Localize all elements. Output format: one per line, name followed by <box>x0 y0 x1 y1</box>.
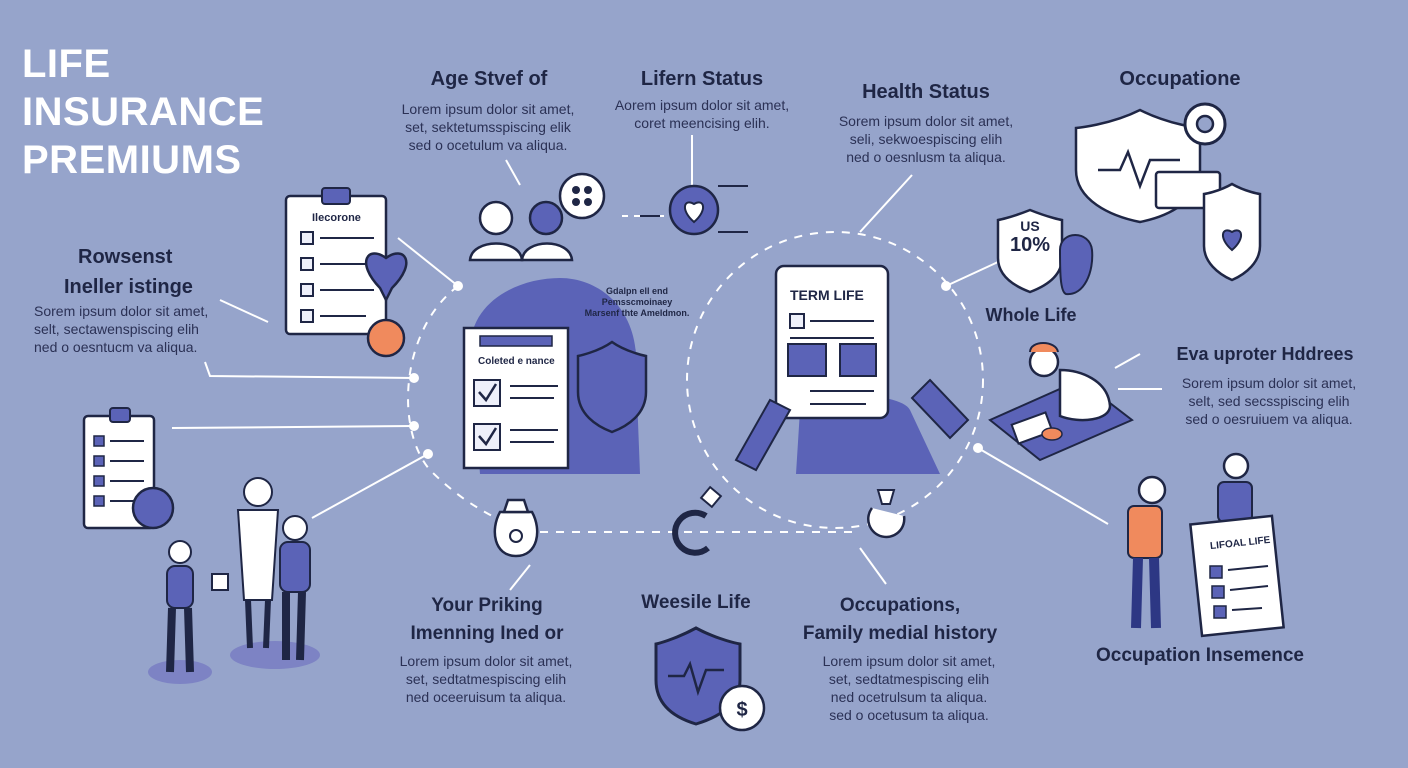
svg-text:$: $ <box>736 699 747 721</box>
occupation-shield-group <box>1074 102 1262 282</box>
right-dashed-circle <box>686 231 984 529</box>
page-title: LIFE INSURANCE PREMIUMS <box>22 40 362 184</box>
connector-10 <box>1114 353 1141 369</box>
title-line-1: LIFE INSURANCE <box>22 42 265 134</box>
moneybag-hook-icon <box>867 489 906 539</box>
occupation-insurance-heading: Occupation Insemence <box>1095 645 1304 666</box>
family-illustration <box>148 477 320 684</box>
document-center <box>462 326 570 470</box>
money-bag-icon <box>493 498 539 558</box>
connector-12 <box>977 447 1109 525</box>
shield-heartbeat-icon: $ <box>654 626 766 732</box>
molecule-icon <box>366 318 406 358</box>
tiny-note: Gdalpn ell end Pemsscmoinaey Marsenf tht… <box>584 286 690 318</box>
occupation-top-heading: Occupatione <box>1119 68 1241 90</box>
pricing-body: Lorem ipsum dolor sit amet,set, sedtatme… <box>399 653 573 705</box>
us-badge-text: US 10% <box>1010 218 1051 256</box>
wsl-heading: Weesile Life <box>641 592 751 613</box>
eva-heading: Eva uproter Hddrees <box>1176 344 1354 364</box>
age-heading: Age Stvef of <box>430 68 548 90</box>
connector-4 <box>171 425 415 429</box>
people-with-board-illustration <box>1127 452 1285 638</box>
lifestyle-body: Aorem ipsum dolor sit amet,coret meencis… <box>614 97 790 131</box>
left-arm <box>734 398 792 472</box>
connector-13 <box>509 564 531 591</box>
whole-life-heading: Whole Life <box>985 305 1077 325</box>
connector-7 <box>505 159 521 186</box>
term-life-tablet <box>774 264 890 420</box>
right-arm <box>910 378 970 440</box>
connector-8 <box>859 174 913 233</box>
connector-5 <box>311 453 429 519</box>
family-heading: Occupations, Family medial history <box>802 595 998 644</box>
term-life-label: TERM LIFE <box>790 287 864 303</box>
title-line-2: PREMIUMS <box>22 138 242 182</box>
shield-icon <box>576 340 648 434</box>
heart-icon <box>365 252 408 303</box>
connector-dots <box>409 281 983 459</box>
hourglass-icon <box>131 486 175 530</box>
person-on-mat-illustration <box>988 342 1134 462</box>
left-dashed-arc <box>407 285 501 521</box>
heart-circle-icon <box>640 184 748 236</box>
connector-9 <box>945 261 999 287</box>
clipboard-top-label: Ilecorone <box>312 212 361 224</box>
connector-1 <box>397 237 459 287</box>
pricing-heading: Your Priking Imenning Ined or <box>410 595 564 644</box>
connector-14 <box>859 547 887 585</box>
person-head <box>1058 234 1094 296</box>
rowsenst-heading: Rowsenst Ineller istinge <box>64 246 193 298</box>
eva-body: Sorem ipsum dolor sit amet,selt, sed sec… <box>1181 375 1357 427</box>
connector-3 <box>204 361 415 379</box>
health-heading: Health Status <box>862 81 990 103</box>
lifestyle-heading: Lifern Status <box>640 68 764 90</box>
rowsenst-body: Sorem ipsum dolor sit amet,selt, sectawe… <box>34 303 209 355</box>
document-center-label: Coleted e nance <box>478 356 555 367</box>
link-icon <box>672 485 723 556</box>
connector-2 <box>219 299 269 323</box>
us-badge-shield <box>996 208 1064 294</box>
family-body: Lorem ipsum dolor sit amet,set, sedtatme… <box>822 653 996 723</box>
age-body: Lorem ipsum dolor sit amet,set, sektetum… <box>401 101 575 153</box>
health-body: Sorem ipsum dolor sit amet,seli, sekwoes… <box>838 113 1014 165</box>
age-people-illustration <box>468 172 606 262</box>
